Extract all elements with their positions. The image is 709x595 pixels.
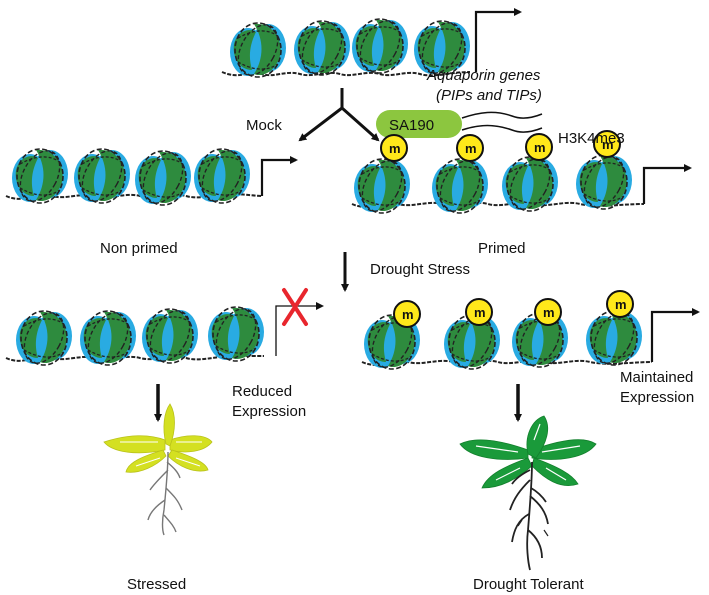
svg-text:m: m [465, 141, 477, 156]
nucleosome-icon [79, 305, 137, 371]
nucleosome-icon [351, 13, 409, 79]
nucleosome-icon [575, 149, 633, 215]
svg-text:m: m [402, 307, 414, 322]
nucleosome-icon [15, 305, 73, 371]
primed-label: Primed [478, 240, 526, 257]
top-chromatin [221, 8, 522, 83]
svg-text:m: m [474, 305, 486, 320]
maintained-label-line1: Maintained [620, 369, 693, 386]
transcription-arrow-icon [642, 164, 692, 204]
svg-text:m: m [543, 305, 555, 320]
maintained-label-line2: Expression [620, 389, 694, 406]
svg-text:m: m [389, 141, 401, 156]
maintained-chromatin: m m m m [361, 290, 700, 375]
mark-label: H3K4me3 [558, 130, 625, 147]
reduced-label-line1: Reduced [232, 383, 292, 400]
non-primed-label: Non primed [100, 240, 178, 257]
tolerant-label: Drought Tolerant [473, 576, 584, 593]
nucleosome-icon [353, 153, 411, 219]
tolerant-seedling-icon [459, 415, 597, 571]
block-x-icon [282, 288, 308, 326]
stressed-label: Stressed [127, 576, 186, 593]
stressed-seedling-icon [103, 403, 213, 536]
split-arrow [298, 88, 380, 142]
sa190-label: SA190 [389, 117, 434, 134]
reduced-label-line2: Expression [232, 403, 306, 420]
mock-label: Mock [246, 117, 282, 134]
nucleosome-icon [134, 145, 192, 211]
transcription-arrow-icon [474, 8, 522, 72]
drought-stress-label: Drought Stress [370, 261, 470, 278]
transcription-arrow-icon [275, 302, 324, 356]
transcription-arrow-icon [650, 308, 700, 362]
nucleosome-icon [193, 143, 251, 209]
gene-name: Aquaporin genes [426, 67, 541, 84]
svg-text:m: m [602, 137, 614, 152]
nucleosome-icon [293, 15, 351, 81]
reduced-chromatin [5, 288, 324, 371]
primed-chromatin: m m m m [351, 130, 692, 219]
nucleosome-icon [73, 143, 131, 209]
svg-text:m: m [534, 140, 546, 155]
sa190-protein: SA190 [376, 110, 543, 138]
non-primed-chromatin [5, 143, 298, 211]
nucleosome-icon [431, 153, 489, 219]
gene-detail: (PIPs and TIPs) [436, 87, 542, 104]
svg-text:m: m [615, 297, 627, 312]
nucleosome-icon [501, 151, 559, 217]
transcription-arrow-icon [260, 156, 298, 196]
nucleosome-icon [11, 143, 69, 209]
nucleosome-icon [229, 17, 287, 83]
